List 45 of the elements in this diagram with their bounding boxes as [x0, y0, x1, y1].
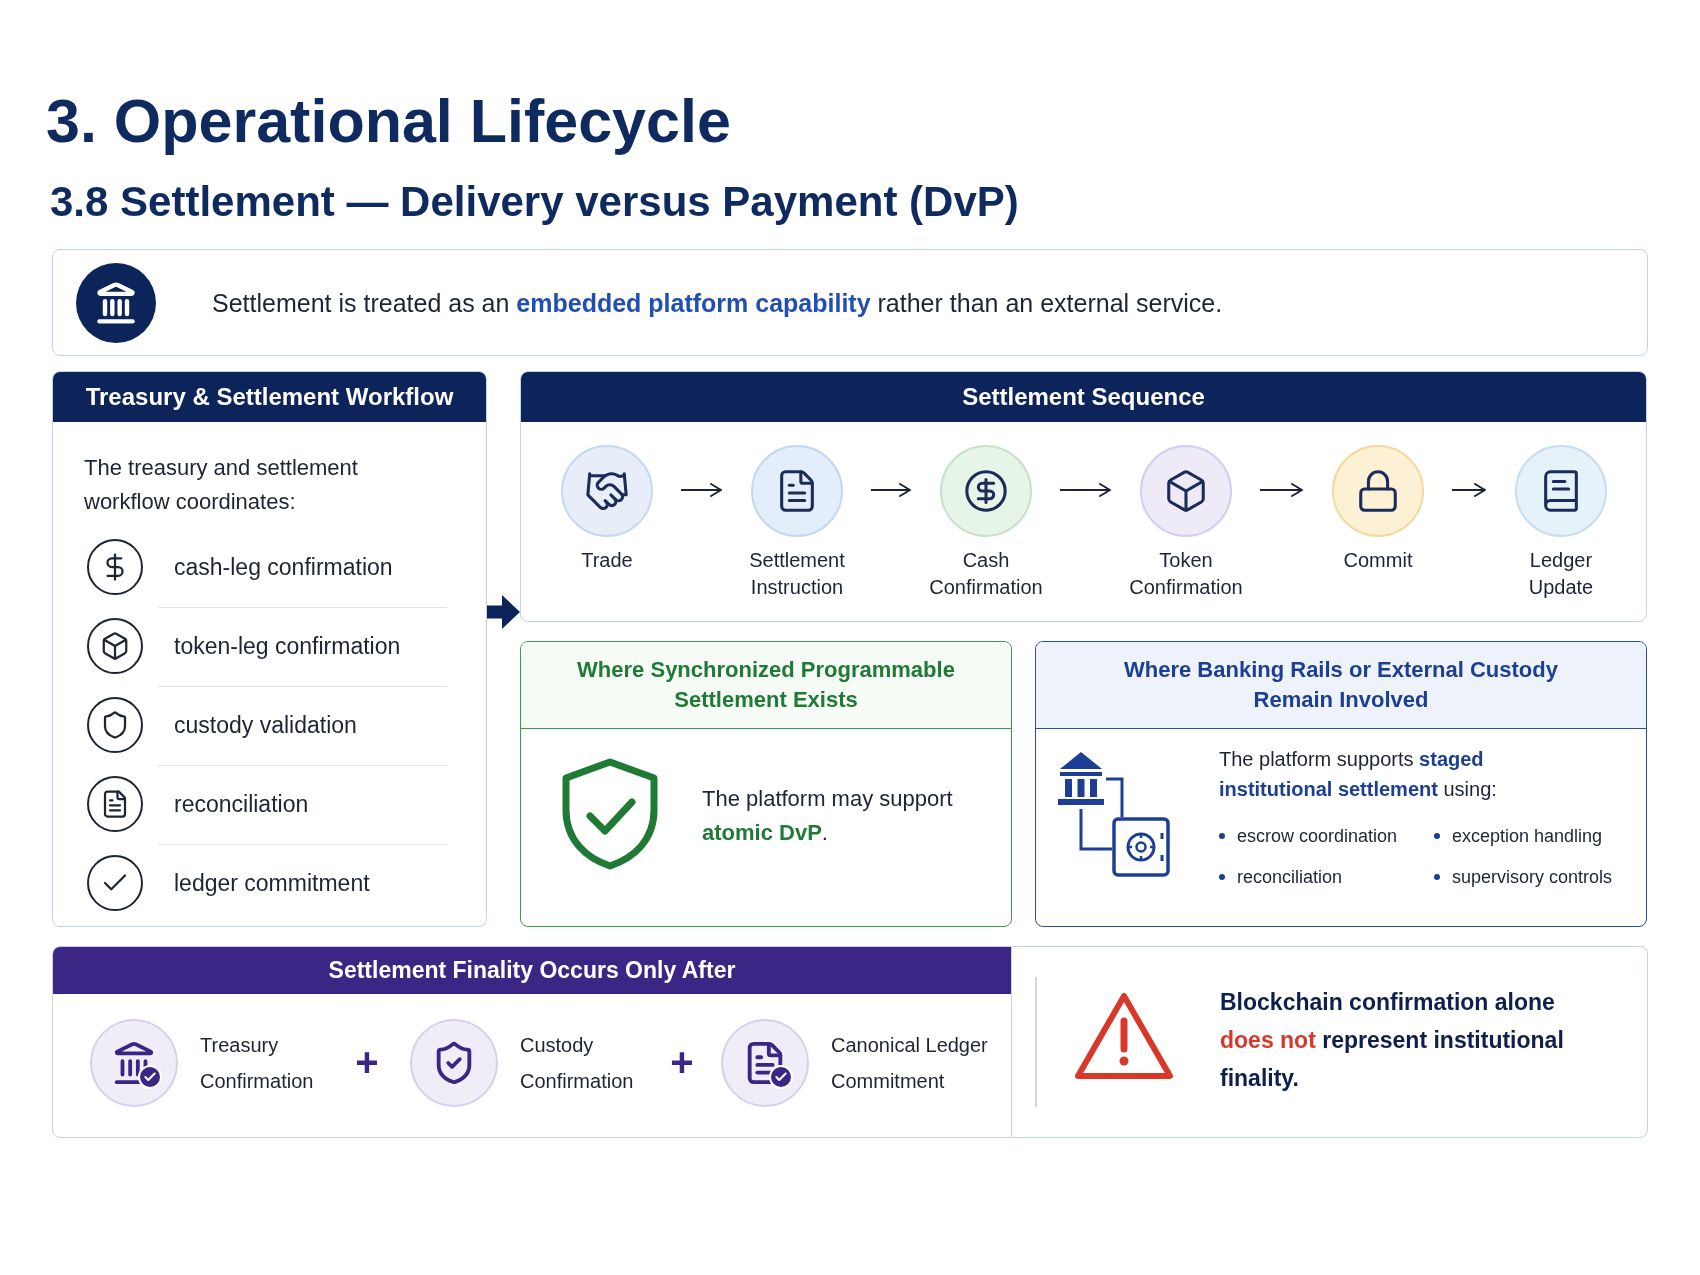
- step-label: Trade: [580, 548, 634, 573]
- item-label: Treasury Confirmation: [200, 1033, 315, 1094]
- panel-header: Treasury & Settlement Workflow: [53, 372, 486, 422]
- list-item-text: custody validation: [174, 711, 357, 740]
- bullet-text: escrow coordination: [1237, 825, 1398, 848]
- plus-sign: +: [669, 1039, 695, 1085]
- bullet-text: reconciliation: [1237, 866, 1343, 889]
- list-item-text: token-leg confirmation: [174, 632, 401, 661]
- body-text: The platform supports staged institutional settlement using:: [1219, 747, 1498, 802]
- step-label: Cash Confirmation: [928, 548, 1044, 600]
- arrow: [1259, 483, 1303, 497]
- arrow: [680, 483, 722, 497]
- section-subtitle: 3.8 Settlement — Delivery versus Payment (DvP): [50, 177, 1019, 227]
- item-label: Custody Confirmation: [520, 1033, 635, 1094]
- body-text: The platform may support atomic DvP.: [702, 785, 954, 847]
- panel-header: Settlement Sequence: [521, 372, 1646, 422]
- plus-sign: +: [354, 1039, 380, 1085]
- warning-panel: [1012, 946, 1648, 1138]
- workflow-panel: [52, 371, 487, 927]
- page-title: 3. Operational Lifecycle: [46, 86, 731, 156]
- banner-text: Settlement is treated as an embedded platform capability rather than an external service.: [212, 288, 1223, 319]
- list-item-text: cash-leg confirmation: [174, 553, 393, 582]
- step-label: Commit: [1342, 548, 1414, 573]
- bullet-text: exception handling: [1452, 825, 1603, 848]
- banner-box: [52, 249, 1648, 356]
- step-label: Token Confirmation: [1128, 548, 1244, 600]
- step-label: Settlement Instruction: [748, 548, 846, 600]
- list-item-text: reconciliation: [174, 790, 309, 819]
- panel-header: Where Synchronized Programmable Settlement Exists: [521, 642, 1011, 729]
- arrow: [1059, 483, 1111, 497]
- step-label: Ledger Update: [1527, 548, 1595, 600]
- panel-header: Where Banking Rails or External Custody Remain Involved: [1036, 642, 1646, 729]
- intro-text: The treasury and settlement workflow coordinates:: [84, 454, 359, 516]
- bullet-text: supervisory controls: [1452, 866, 1613, 889]
- panel-header: Settlement Finality Occurs Only After: [53, 947, 1011, 994]
- info-panel: [520, 641, 1012, 927]
- item-label: Canonical Ledger Commitment: [831, 1033, 989, 1094]
- arrow: [1451, 483, 1486, 497]
- warning-text: Blockchain confirmation alone does not represent institutional finality.: [1220, 988, 1565, 1093]
- block-arrow: [487, 595, 520, 629]
- finality-panel: [52, 946, 1012, 1138]
- list-item-text: ledger commitment: [174, 869, 370, 898]
- sequence-panel: [520, 371, 1647, 622]
- info-panel: [1035, 641, 1647, 927]
- arrow: [870, 483, 911, 497]
